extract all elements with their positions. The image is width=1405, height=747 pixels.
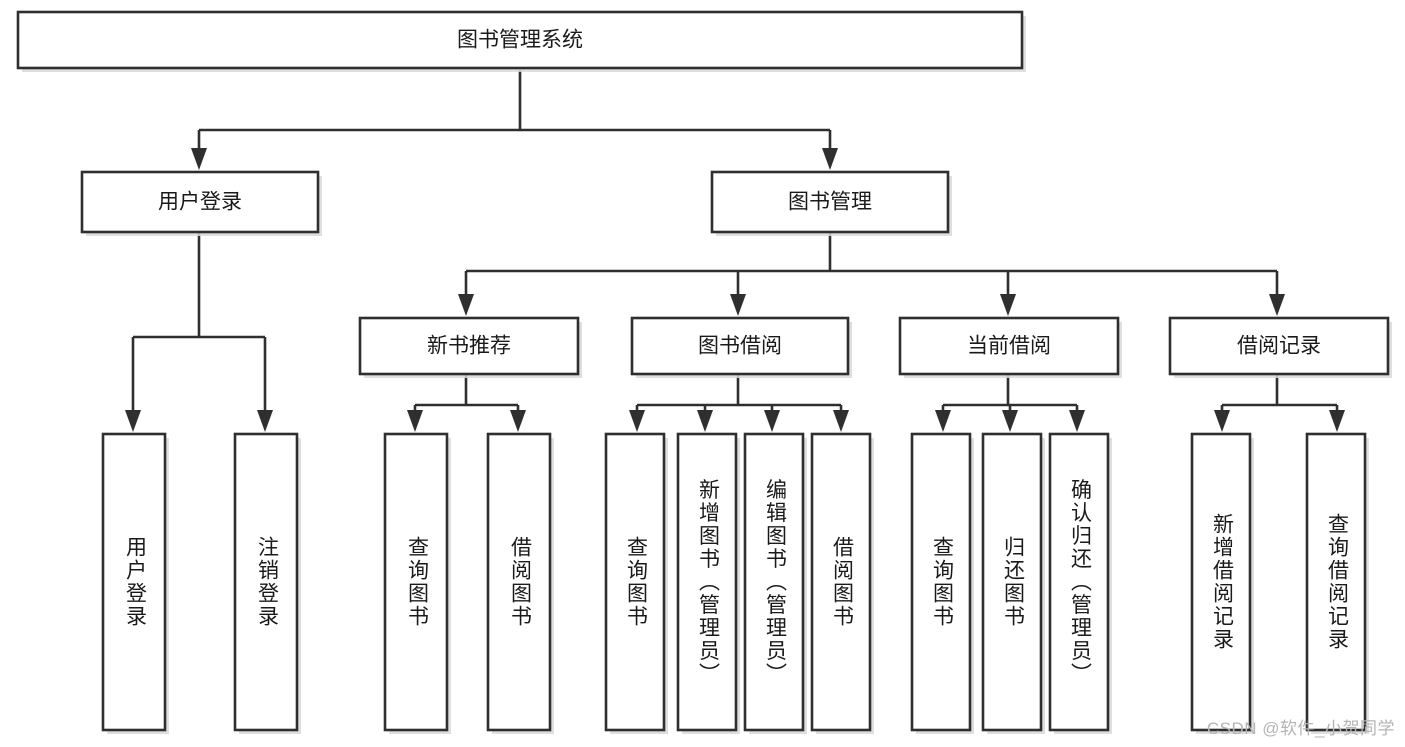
leaf-current-borrow-2-label: 确认归还（管理员） <box>1068 479 1092 686</box>
leaf-user-login-0-box[interactable] <box>101 432 167 732</box>
arrowhead-cb-child-2 <box>1069 410 1085 432</box>
node-new-book-recommend[interactable]: 新书推荐 <box>358 316 582 378</box>
connector-group-current-borrow <box>935 375 1085 432</box>
arrowhead-nb-child-1 <box>510 410 526 432</box>
leaf-current-borrow-0[interactable]: 查询图书 <box>910 432 974 734</box>
leaf-borrow-record-1[interactable]: 查询借阅记录 <box>1305 432 1369 734</box>
arrowhead-bb-child-3 <box>833 410 849 432</box>
node-user-login[interactable]: 用户登录 <box>80 170 322 236</box>
connector-group-user-login <box>125 233 273 432</box>
leaf-book-borrow-2-box[interactable] <box>743 432 805 732</box>
leaf-book-borrow-0-label: 查询图书 <box>624 536 648 628</box>
leaf-book-borrow-3-box[interactable] <box>810 432 872 732</box>
leaf-user-login-1-box[interactable] <box>233 432 299 732</box>
leaf-new-book-0[interactable]: 查询图书 <box>383 432 451 734</box>
node-root-label: 图书管理系统 <box>457 29 583 52</box>
node-current-borrow-box[interactable] <box>898 316 1120 376</box>
node-current-borrow[interactable]: 当前借阅 <box>898 316 1122 378</box>
leaf-user-login-0[interactable]: 用户登录 <box>101 432 169 734</box>
arrowhead-nb-child-0 <box>407 410 423 432</box>
arrowhead-cb-child-0 <box>935 410 951 432</box>
leaf-borrow-record-1-box[interactable] <box>1305 432 1367 732</box>
leaf-user-login-1-label: 注销登录 <box>255 536 279 628</box>
leaf-book-borrow-1-box[interactable] <box>676 432 738 732</box>
connector-group-book-mgmt <box>458 233 1285 316</box>
leaf-book-borrow-3-label: 借阅图书 <box>830 536 854 628</box>
node-borrow-record-label: 借阅记录 <box>1237 335 1321 358</box>
node-user-login-box[interactable] <box>80 170 320 234</box>
leaf-current-borrow-1-box[interactable] <box>981 432 1043 732</box>
leaf-new-book-1-box[interactable] <box>486 432 552 732</box>
node-book-management-label: 图书管理 <box>788 191 872 214</box>
node-new-book-recommend-box[interactable] <box>358 316 580 376</box>
arrowhead-bb-child-1 <box>697 410 713 432</box>
arrowhead-bm-child-3 <box>1269 294 1285 316</box>
node-book-management[interactable]: 图书管理 <box>710 170 952 236</box>
arrowhead-br-child-0 <box>1214 410 1230 432</box>
leaf-borrow-record-0-box[interactable] <box>1190 432 1252 732</box>
leaf-current-borrow-2-box[interactable] <box>1048 432 1110 732</box>
leaf-new-book-1[interactable]: 借阅图书 <box>486 432 554 734</box>
connector-group-borrow-record <box>1214 375 1345 432</box>
arrowhead-user-login <box>191 148 207 170</box>
node-user-login-label: 用户登录 <box>158 191 242 214</box>
leaf-book-borrow-2-label: 编辑图书（管理员） <box>763 479 787 686</box>
arrowhead-bb-child-2 <box>764 410 780 432</box>
leaf-current-borrow-2[interactable]: 确认归还（管理员） <box>1048 432 1112 734</box>
leaf-current-borrow-0-box[interactable] <box>910 432 972 732</box>
leaf-book-borrow-3[interactable]: 借阅图书 <box>810 432 874 734</box>
watermark-text: CSDN @软件_小贺同学 <box>1206 719 1395 738</box>
leaf-borrow-record-1-label: 查询借阅记录 <box>1325 513 1349 651</box>
connector-group-new-book <box>407 375 526 432</box>
node-borrow-record[interactable]: 借阅记录 <box>1168 316 1392 378</box>
arrowhead-bb-child-0 <box>629 410 645 432</box>
arrowhead-bm-child-1 <box>730 294 746 316</box>
node-current-borrow-label: 当前借阅 <box>967 335 1051 358</box>
arrowhead-book-mgmt <box>822 148 838 170</box>
arrowhead-bm-child-0 <box>458 294 474 316</box>
leaf-book-borrow-2[interactable]: 编辑图书（管理员） <box>743 432 807 734</box>
leaf-book-borrow-0-box[interactable] <box>604 432 666 732</box>
leaf-book-borrow-0[interactable]: 查询图书 <box>604 432 668 734</box>
arrowhead-ul-child-0 <box>125 410 141 432</box>
leaf-current-borrow-1-label: 归还图书 <box>1001 536 1025 628</box>
arrowhead-br-child-1 <box>1329 410 1345 432</box>
leaf-borrow-record-0-label: 新增借阅记录 <box>1210 513 1234 651</box>
node-book-borrow[interactable]: 图书借阅 <box>630 316 852 378</box>
leaf-book-borrow-1[interactable]: 新增图书（管理员） <box>676 432 740 734</box>
arrowhead-ul-child-1 <box>257 410 273 432</box>
node-new-book-recommend-label: 新书推荐 <box>427 335 511 358</box>
leaf-current-borrow-1[interactable]: 归还图书 <box>981 432 1045 734</box>
leaf-new-book-0-label: 查询图书 <box>405 536 429 628</box>
node-book-management-box[interactable] <box>710 170 950 234</box>
leaf-new-book-1-label: 借阅图书 <box>508 536 532 628</box>
leaf-book-borrow-1-label: 新增图书（管理员） <box>696 479 720 686</box>
leaf-borrow-record-0[interactable]: 新增借阅记录 <box>1190 432 1254 734</box>
arrowhead-cb-child-1 <box>1002 410 1018 432</box>
node-root-box[interactable] <box>16 10 1024 70</box>
leaf-new-book-0-box[interactable] <box>383 432 449 732</box>
node-book-borrow-label: 图书借阅 <box>698 335 782 358</box>
leaf-user-login-0-label: 用户登录 <box>123 536 147 628</box>
connector-group-book-borrow <box>629 375 849 432</box>
leaf-user-login-1[interactable]: 注销登录 <box>233 432 301 734</box>
node-borrow-record-box[interactable] <box>1168 316 1390 376</box>
node-book-borrow-box[interactable] <box>630 316 850 376</box>
leaf-current-borrow-0-label: 查询图书 <box>930 536 954 628</box>
arrowhead-bm-child-2 <box>1000 294 1016 316</box>
connector-group-root <box>191 70 838 170</box>
node-root[interactable]: 图书管理系统 <box>16 10 1026 72</box>
